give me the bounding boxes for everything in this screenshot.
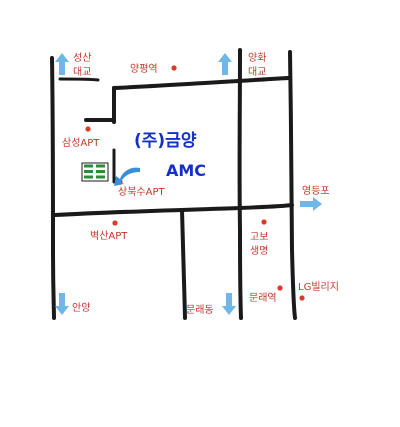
roads — [50, 48, 297, 320]
label-gobo-2: 생명 — [250, 245, 268, 257]
road-right-center-vertical — [237, 48, 243, 320]
landmark-dot — [299, 295, 305, 301]
label-seongsan-1: 성산 — [73, 52, 91, 64]
road-top-left-horizontal — [58, 77, 100, 82]
label-samsung-apt: 삼성APT — [62, 137, 100, 149]
landmark-dot — [277, 285, 283, 291]
arrow-up-icon — [218, 53, 232, 75]
landmark-dots — [85, 65, 305, 301]
road-far-right-vertical — [288, 50, 297, 320]
arrow-down-icon — [222, 293, 236, 315]
landmark-dot — [261, 219, 267, 225]
label-yeongdeungpo: 영등포 — [302, 185, 330, 197]
arrow-right-icon — [300, 197, 322, 211]
landmark-dot — [171, 65, 177, 71]
arrow-up-icon — [55, 53, 69, 75]
label-yangpyeong-station: 양평역 — [130, 63, 158, 75]
label-gobo-1: 고보 — [250, 231, 268, 243]
label-lg-villa: LG빌리지 — [298, 281, 339, 293]
landmark-dot — [112, 220, 118, 226]
road-left-vertical — [50, 56, 56, 320]
label-anyang: 안양 — [72, 302, 90, 314]
road-lower-horizontal — [53, 203, 294, 217]
road-central-vertical — [180, 208, 187, 320]
label-byeoksan-apt: 벽산APT — [90, 230, 128, 242]
pointer-arrow-icon — [114, 167, 140, 186]
label-yanghwa-2: 대교 — [248, 66, 266, 78]
label-sangbuksu-apt: 상북수APT — [118, 186, 165, 198]
road-top-horizontal — [112, 76, 290, 90]
building-icon — [81, 162, 109, 182]
company-name: (주)금양 — [134, 131, 197, 151]
arrow-down-icon — [55, 293, 69, 315]
label-yanghwa-1: 양화 — [248, 52, 266, 64]
direction-arrows — [55, 53, 322, 315]
landmark-dot — [85, 126, 91, 132]
label-seongsan-2: 대교 — [73, 66, 91, 78]
label-mullaedong: 문래동 — [186, 304, 214, 316]
company-sub: AMC — [166, 161, 206, 180]
label-mullae-station: 문래역 — [249, 292, 277, 304]
